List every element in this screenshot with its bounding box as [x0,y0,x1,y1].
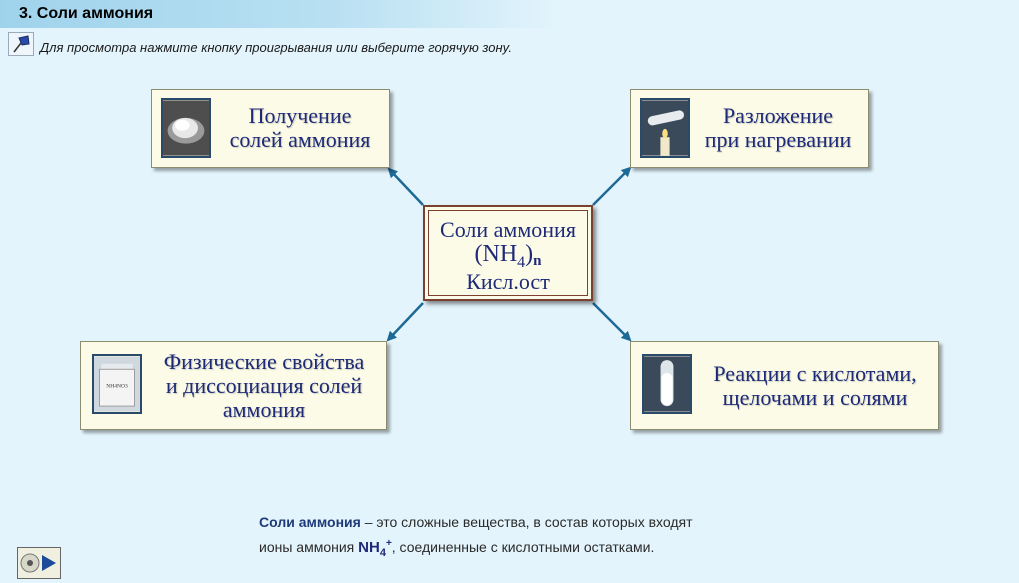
central-formula: (NH4)n [474,241,542,271]
arrow-to-obtaining [387,167,424,206]
central-acid-residue: Кисл.ост [466,269,550,294]
test-tube-thumbnail [642,354,692,414]
ammonium-ion: NH4+ [358,538,392,559]
card-obtaining[interactable]: Получение солей аммония [151,89,390,168]
definition-part2-after: , соединенные с кислотными остатками. [391,539,655,555]
svg-text:NH4NO3: NH4NO3 [106,384,128,390]
page-title: 3. Соли аммония [19,5,154,22]
hint-text: Для просмотра нажмите кнопку проигрывани… [40,40,512,55]
arrow-to-physical [386,302,424,342]
card-physical-label: Физические свойства и диссоциация солей … [163,349,365,422]
card-physical-properties[interactable]: NH4NO3 Физические свойства и диссоциация… [80,341,387,430]
play-icon [20,553,56,573]
card-reactions[interactable]: Реакции с кислотами, щелочами и солями [630,341,939,430]
heated-test-tube-thumbnail [640,98,690,158]
definition-part1: – это сложные вещества, в состав которых… [360,514,693,530]
arrow-to-reactions [592,302,632,342]
definition-term: Соли аммония [259,514,361,530]
card-reactions-label: Реакции с кислотами, щелочами и солями [713,361,917,410]
card-decomposition-label: Разложение при нагревании [704,103,852,152]
definition-part2-before: ионы аммония [259,539,359,555]
play-button[interactable] [17,547,61,579]
card-obtaining-label: Получение солей аммония [229,103,371,152]
salt-powder-thumbnail [161,98,211,158]
card-decomposition[interactable]: Разложение при нагревании [630,89,869,168]
central-node-frame [428,210,588,296]
central-title: Соли аммония [440,217,576,242]
salt-jar-thumbnail: NH4NO3 [92,354,142,414]
title-bar [0,0,560,28]
pushpin-hint-icon [8,32,34,56]
arrow-to-decomposition [592,166,632,206]
definition-text: Соли аммония – это сложные вещества, в с… [259,511,779,564]
central-node: Соли аммония (NH4)n Кисл.ост [423,205,593,301]
